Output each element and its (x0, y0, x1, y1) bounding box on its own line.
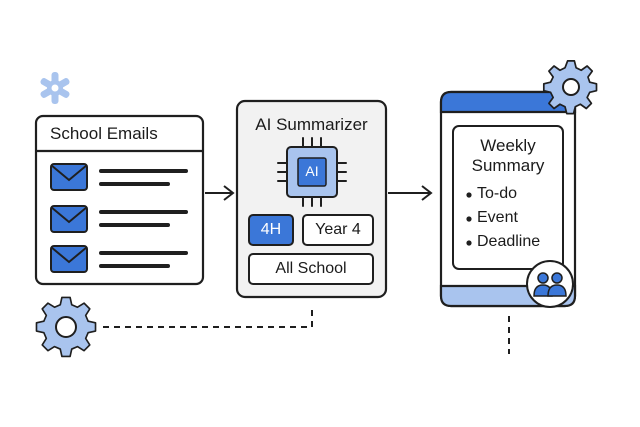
users-icon[interactable] (526, 260, 574, 308)
bullet-dot (466, 240, 472, 246)
flow-arrow (388, 185, 433, 201)
email-row[interactable] (50, 245, 188, 273)
tag-label-primary: 4H (260, 221, 282, 238)
flow-arrow (205, 185, 235, 201)
chip-icon (277, 137, 347, 207)
phone-device (439, 90, 577, 308)
email-row[interactable] (50, 205, 188, 233)
dashed-connector (103, 306, 313, 328)
bullet-dot (466, 216, 472, 222)
summary-title-line2: Summary (471, 156, 545, 175)
bullet-dot (466, 192, 472, 198)
gear-icon (542, 60, 598, 115)
tag-label-secondary: Year 4 (315, 221, 361, 238)
small-gear-icon (40, 72, 70, 104)
settings-gear-icon[interactable] (35, 296, 97, 358)
email-panel-title: School Emails (50, 124, 158, 143)
tag-pill-secondary[interactable] (302, 214, 374, 246)
email-panel (34, 114, 205, 286)
summarizer-title: AI Summarizer (255, 115, 368, 134)
scope-label: All School (275, 260, 347, 277)
summary-bullet: Deadline (477, 233, 541, 250)
tag-pill-primary[interactable] (248, 214, 294, 246)
summary-title-line1: Weekly (480, 136, 536, 155)
email-row[interactable] (50, 163, 188, 191)
summary-bullet: To-do (477, 185, 518, 202)
summary-bullet: Event (477, 209, 518, 226)
chip-label: AI (305, 163, 319, 179)
scope-pill[interactable] (248, 253, 374, 285)
